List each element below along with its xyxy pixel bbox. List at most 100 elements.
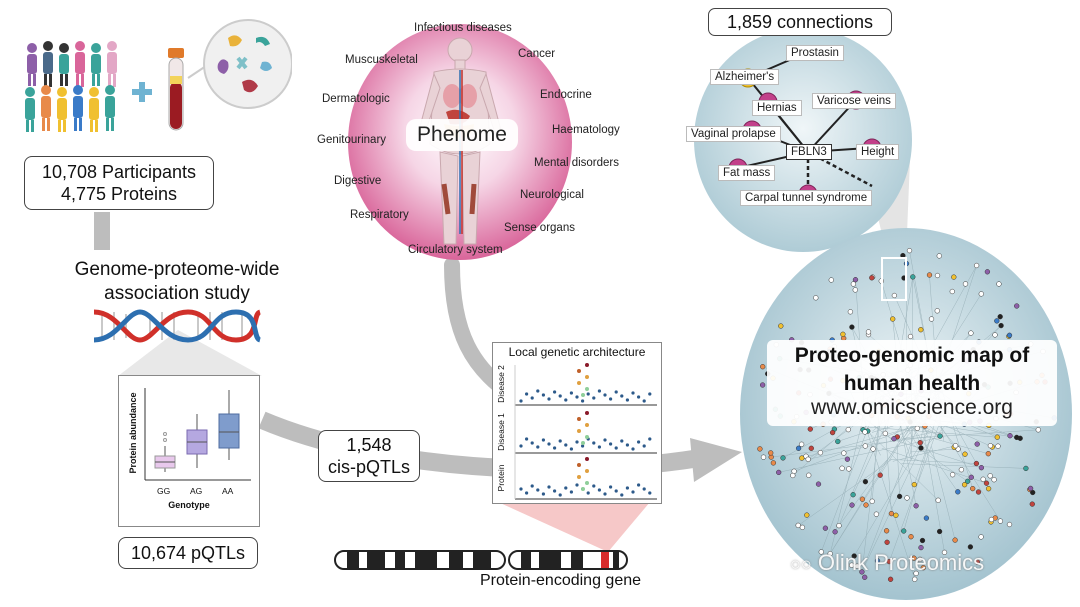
network-node xyxy=(854,563,860,569)
phenome-sense: Sense organs xyxy=(504,222,575,234)
network-node xyxy=(813,295,819,301)
network-edge xyxy=(821,416,873,553)
network-node xyxy=(870,446,876,452)
participants-box: 10,708 Participants 4,775 Proteins xyxy=(24,156,214,210)
network-node xyxy=(862,429,868,435)
network-node xyxy=(852,287,858,293)
network-edge xyxy=(936,420,1001,522)
network-edge xyxy=(914,436,932,485)
manhattan-peak-point xyxy=(585,375,589,379)
network-edge xyxy=(896,444,900,497)
network-node xyxy=(806,472,812,478)
manhattan-point xyxy=(541,393,545,397)
network-node xyxy=(917,440,923,446)
network-node xyxy=(968,474,974,480)
network-node xyxy=(818,549,824,555)
manhattan-peak-point xyxy=(577,381,581,385)
network-node xyxy=(996,281,1002,287)
manhattan-point xyxy=(541,492,545,496)
network-edge xyxy=(852,418,889,495)
network-node xyxy=(917,556,923,563)
network-node xyxy=(841,450,847,456)
network-node xyxy=(1027,485,1034,492)
network-node xyxy=(964,478,971,484)
manhattan-point xyxy=(525,491,529,495)
boxplot-tick-gg: GG xyxy=(157,486,171,496)
manhattan-peak-point xyxy=(577,463,581,467)
network-node xyxy=(923,515,930,521)
network-node xyxy=(851,553,857,559)
network-node xyxy=(827,551,833,557)
network-node xyxy=(919,537,926,544)
phenome-dermatologic: Dermatologic xyxy=(322,93,390,105)
network-node xyxy=(1006,521,1013,528)
network-node xyxy=(817,450,824,456)
manhattan-peak-point xyxy=(585,411,589,415)
network-node xyxy=(914,425,920,431)
manhattan-peak-point xyxy=(585,435,589,439)
manhattan-peak-point xyxy=(581,393,585,397)
network-node xyxy=(798,441,805,447)
network-node xyxy=(790,472,796,479)
network-node xyxy=(973,262,980,269)
network-node xyxy=(994,318,1000,324)
network-node xyxy=(780,455,786,461)
manhattan-point xyxy=(564,443,568,447)
manhattan-point xyxy=(648,491,652,495)
manhattan-point xyxy=(609,442,613,446)
network-node xyxy=(1030,489,1036,496)
network-node xyxy=(904,495,910,501)
manhattan-peak-point xyxy=(581,441,585,445)
manhattan-point xyxy=(620,493,624,497)
plus-icon xyxy=(132,82,152,102)
network-node xyxy=(805,456,811,462)
architecture-title: Local genetic architecture xyxy=(508,345,646,359)
manhattan-point xyxy=(547,485,551,489)
node-prostasin: Prostasin xyxy=(786,45,844,61)
network-node xyxy=(928,316,935,322)
network-node xyxy=(850,492,856,498)
manhattan-point xyxy=(575,395,579,399)
network-node xyxy=(992,332,998,338)
network-node xyxy=(890,316,896,322)
map-url: www.omicscience.org xyxy=(811,396,1013,419)
manhattan-point xyxy=(569,391,573,395)
node-carpal: Carpal tunnel syndrome xyxy=(740,190,873,206)
map-title-line-2: human health xyxy=(843,372,981,395)
network-edge xyxy=(793,423,921,472)
cis-pqtls-box: 1,548 cis-pQTLs xyxy=(318,430,420,482)
network-node xyxy=(952,537,958,543)
phenome-circulatory: Circulatory system xyxy=(408,244,503,256)
network-node xyxy=(846,466,852,472)
network-edge xyxy=(904,429,1039,439)
manhattan-point xyxy=(631,447,635,451)
manhattan-point xyxy=(609,397,613,401)
gwas-line-1: Genome-proteome-wide xyxy=(74,259,280,280)
manhattan-point xyxy=(648,392,652,396)
network-node xyxy=(967,544,974,550)
manhattan-point xyxy=(625,398,629,402)
network-node xyxy=(795,522,801,529)
network-node xyxy=(901,528,907,534)
network-edge xyxy=(838,420,917,526)
network-node xyxy=(987,443,994,449)
network-node xyxy=(949,288,955,295)
network-node xyxy=(998,322,1004,329)
manhattan-point xyxy=(553,489,557,493)
network-node xyxy=(970,485,976,492)
network-node xyxy=(962,281,969,287)
network-node xyxy=(918,445,924,451)
network-node xyxy=(994,434,1000,440)
cis-count: 1,548 xyxy=(346,435,392,455)
manhattan-peak-point xyxy=(577,417,581,421)
manhattan-point xyxy=(614,390,618,394)
network-node xyxy=(935,497,941,503)
network-node xyxy=(936,253,942,259)
network-node xyxy=(859,569,865,575)
network-node xyxy=(1035,427,1041,433)
network-node xyxy=(896,493,903,500)
network-node xyxy=(1014,303,1020,309)
network-node xyxy=(906,247,913,254)
network-edge xyxy=(892,445,956,462)
manhattan-plots xyxy=(514,363,657,500)
